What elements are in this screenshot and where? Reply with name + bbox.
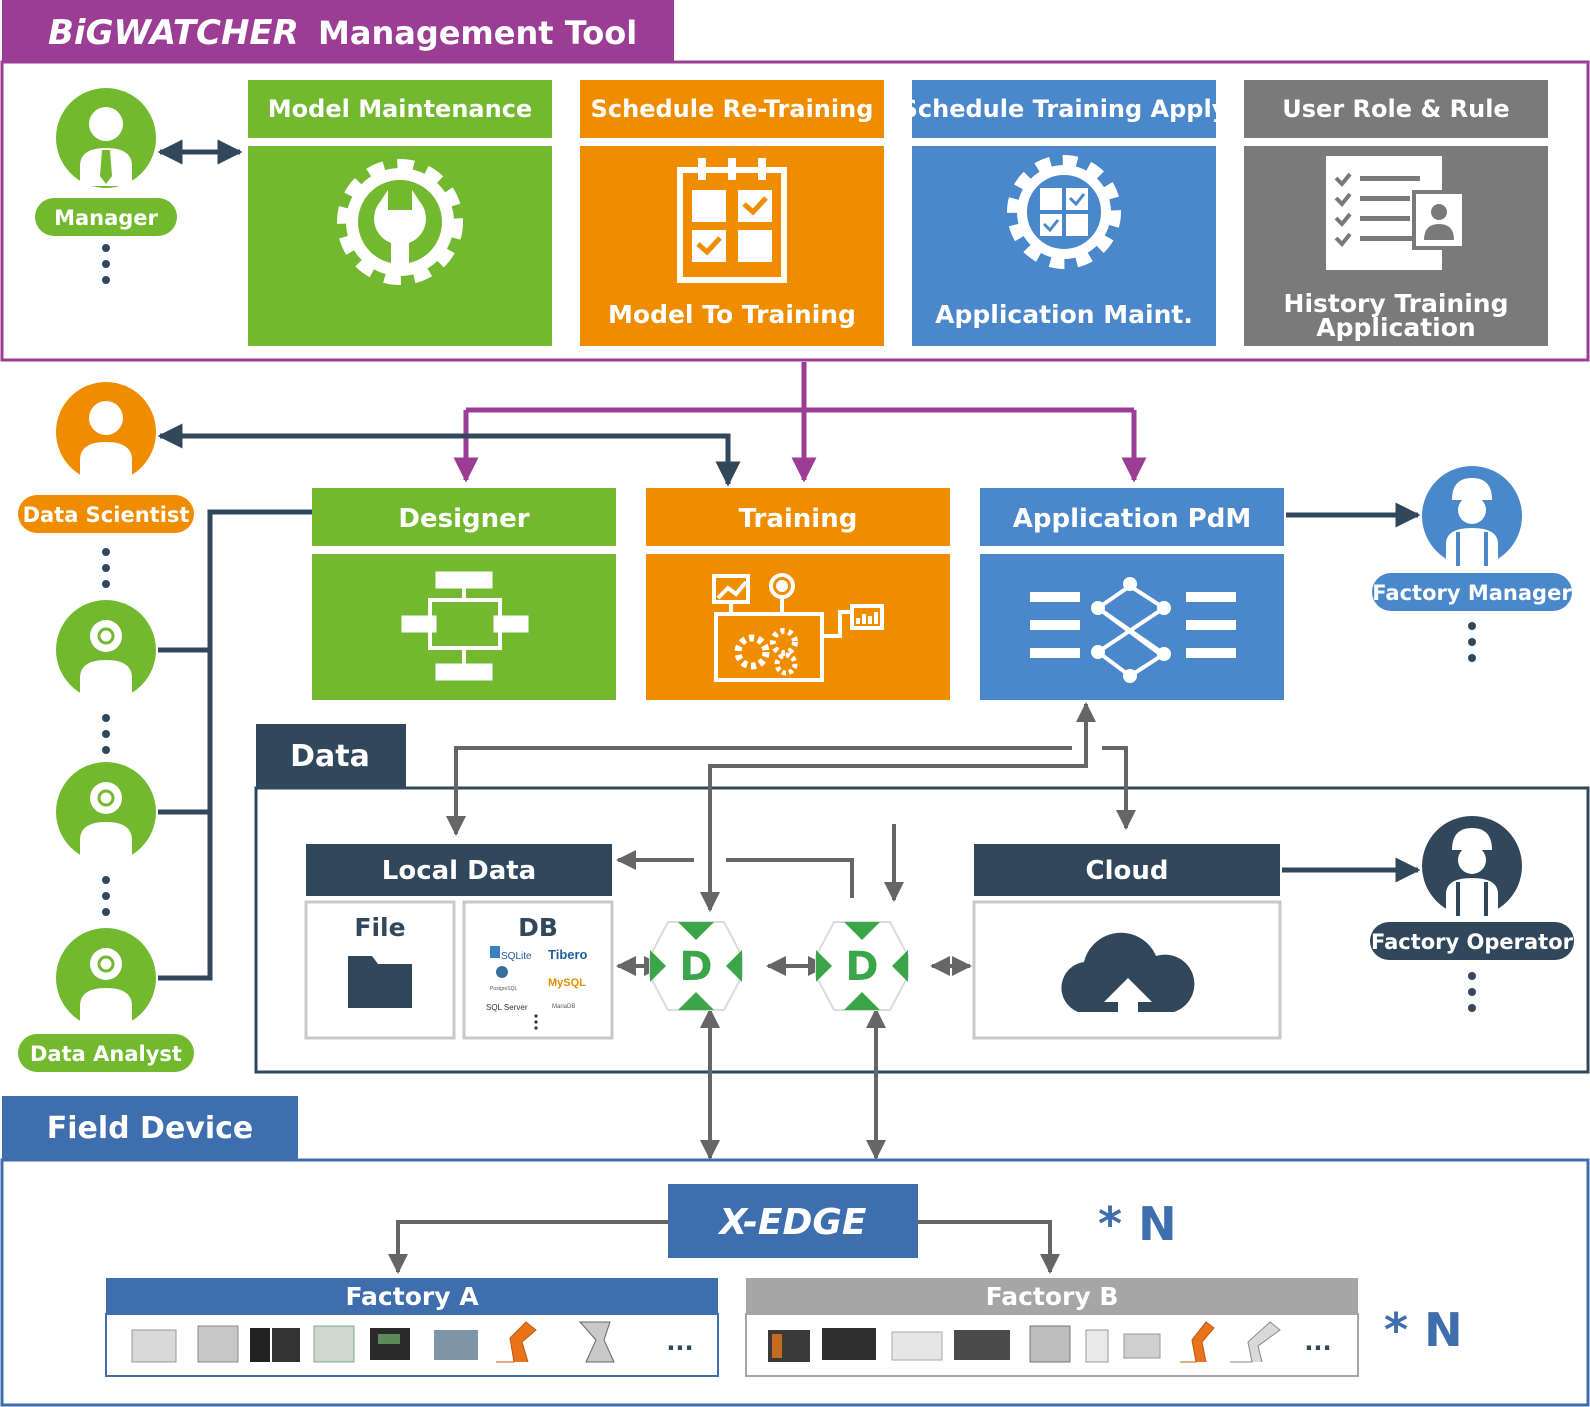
- application-maint-label: Application Maint.: [935, 300, 1193, 329]
- history-training-label: History Training: [1284, 289, 1509, 318]
- user-role-header: [1244, 80, 1548, 138]
- svg-text:D: D: [845, 944, 878, 990]
- designer-header: [312, 488, 616, 546]
- factory-a-title: Factory A: [345, 1282, 479, 1311]
- more-dots: [1468, 972, 1476, 1012]
- data-analyst-badge: [18, 1034, 194, 1072]
- more-dots: [102, 714, 110, 754]
- designer-title: Designer: [398, 504, 529, 534]
- network-graph-icon: [1030, 577, 1236, 683]
- title-rest: Management Tool: [318, 14, 637, 52]
- training-title: Training: [739, 504, 858, 534]
- model-maintenance-header: [248, 80, 552, 138]
- manager-label: Manager: [54, 206, 158, 230]
- application-pdm-header: [980, 488, 1284, 546]
- manager-avatar: [56, 88, 156, 188]
- scientist-training-arrow: [157, 423, 741, 487]
- mysql-logo: MySQL: [548, 977, 586, 989]
- more-dots: [102, 876, 110, 916]
- training-header: [646, 488, 950, 546]
- multiplier-label-2: * N: [1384, 1303, 1463, 1357]
- factory-b-more: ...: [1304, 1328, 1331, 1356]
- edge-factory-arrows: [388, 1220, 1060, 1274]
- schedule-training-apply-title: Schedule Training Apply: [901, 95, 1228, 123]
- management-tool-frame: [0, 60, 1590, 362]
- schedule-training-apply-header: [912, 80, 1216, 138]
- gear-grid-icon: [1007, 155, 1121, 269]
- data-scientist-label: Data Scientist: [23, 503, 190, 527]
- brand-logo: BiGWATCHER: [48, 13, 299, 53]
- factory-a-device-icons: [131, 1321, 615, 1363]
- checklist-user-icon: [1326, 156, 1466, 270]
- field-device-frame: [0, 1158, 1590, 1407]
- postgresql-logo: PostgreSQL: [490, 986, 517, 992]
- data-scientist-badge: [18, 495, 194, 533]
- schedule-retraining-header: [580, 80, 884, 138]
- factory-manager-avatar: [1422, 466, 1522, 566]
- sqlserver-logo: SQL Server: [486, 1003, 528, 1012]
- cloud-upload-icon: [1061, 932, 1195, 1014]
- more-dots: [102, 548, 110, 588]
- local-data-title: Local Data: [382, 856, 536, 886]
- model-maintenance-title: Model Maintenance: [268, 95, 532, 123]
- history-training-label-2: Application: [1316, 313, 1475, 342]
- factory-manager-label: Factory Manager: [1372, 581, 1572, 605]
- gears-chart-icon: [712, 573, 884, 682]
- schedule-retraining-title: Schedule Re-Training: [591, 95, 874, 123]
- d-node: D: [649, 921, 743, 1011]
- data-scientist-avatar: [56, 382, 156, 482]
- tibero-logo: Tibero: [548, 947, 588, 962]
- data-analyst-avatar: [56, 928, 156, 1028]
- gear-wrench-icon: [337, 159, 463, 285]
- cloud-title: Cloud: [1086, 856, 1169, 886]
- application-pdm-title: Application PdM: [1013, 504, 1251, 534]
- schedule-training-apply-body: [912, 146, 1216, 346]
- cloud-header: [974, 844, 1280, 896]
- data-analyst-label: Data Analyst: [30, 1042, 182, 1066]
- data-analyst-avatar: [56, 600, 156, 700]
- user-role-title: User Role & Rule: [1282, 95, 1509, 123]
- db-logos: SQLite Tibero PostgreSQL MySQL SQL Serve…: [486, 946, 588, 1030]
- d-node: D: [815, 921, 909, 1011]
- data-tab: [256, 724, 406, 788]
- field-device-tab: [2, 1096, 298, 1160]
- factory-operator-label: Factory Operator: [1371, 930, 1574, 954]
- factory-b-header: [746, 1278, 1358, 1314]
- factory-operator-badge: [1370, 922, 1574, 960]
- mariadb-logo: MariaDB: [552, 1004, 575, 1010]
- factory-b-title: Factory B: [986, 1282, 1119, 1311]
- calendar-check-icon: [677, 158, 787, 283]
- folder-icon: [348, 956, 412, 1008]
- factory-operator-avatar: [1422, 816, 1522, 916]
- x-edge-box: [668, 1184, 918, 1258]
- more-dots: [1468, 622, 1476, 662]
- data-title: Data: [290, 739, 370, 774]
- sqlite-logo: SQLite: [501, 951, 532, 962]
- x-edge-label: X-EDGE: [717, 1202, 866, 1243]
- training-body: [646, 554, 950, 700]
- data-flow-arrows: [446, 702, 1136, 1160]
- factory-manager-badge: [1372, 573, 1572, 611]
- flowchart-icon: [401, 571, 529, 681]
- file-title: File: [354, 913, 405, 942]
- model-to-training-label: Model To Training: [608, 300, 856, 329]
- multiplier-label: * N: [1098, 1197, 1177, 1251]
- factory-a-more: ...: [666, 1328, 693, 1356]
- management-tool-tab: [2, 0, 674, 62]
- svg-text:D: D: [679, 944, 712, 990]
- manager-badge: [35, 198, 177, 236]
- db-title: DB: [518, 913, 558, 942]
- db-panel: [462, 900, 614, 1040]
- factory-a-devices: [105, 1313, 719, 1377]
- management-connectors: [453, 362, 1147, 483]
- data-analyst-avatar: [56, 762, 156, 862]
- local-data-header: [306, 844, 612, 896]
- factory-a-header: [106, 1278, 718, 1314]
- factory-b-device-icons: [768, 1321, 1281, 1363]
- analyst-designer-connector: [158, 509, 312, 981]
- field-device-title: Field Device: [47, 1111, 254, 1146]
- more-dots: [102, 244, 110, 284]
